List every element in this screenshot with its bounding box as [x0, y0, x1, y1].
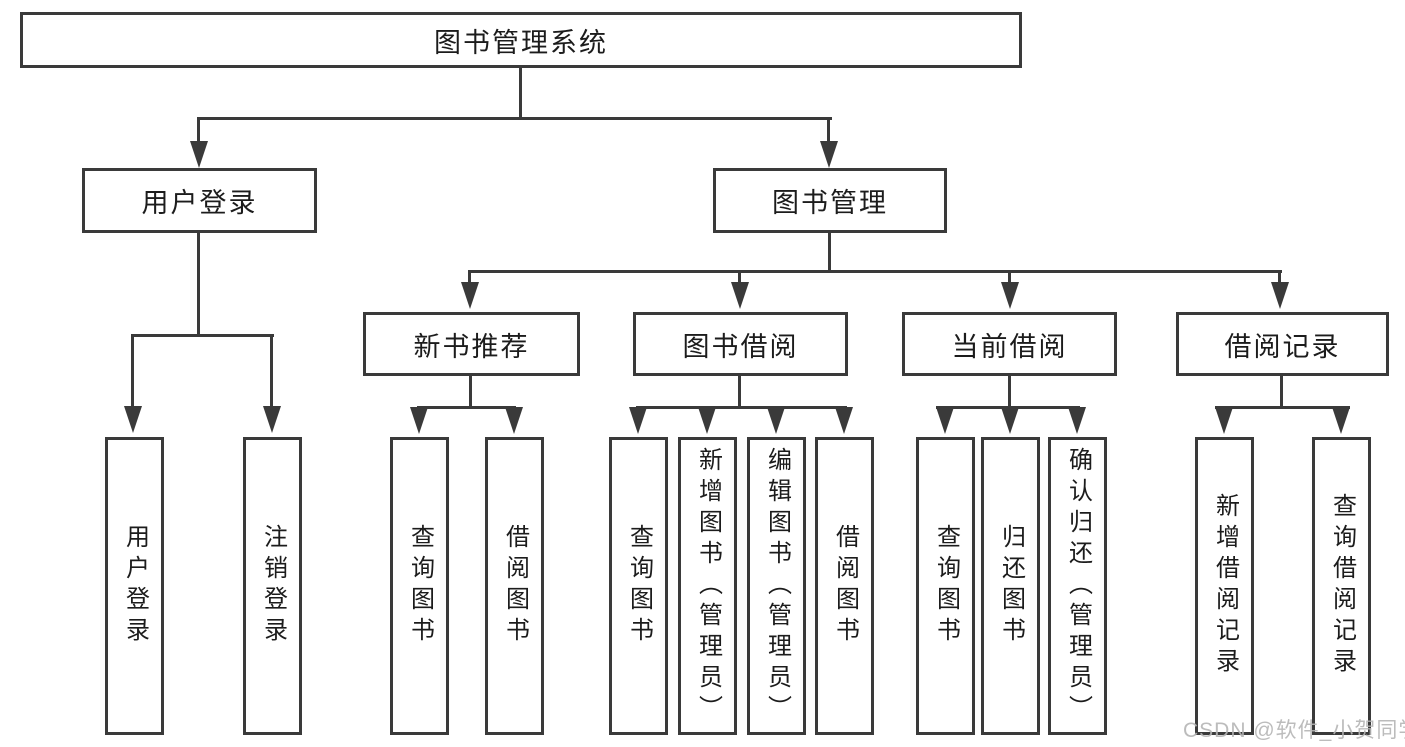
node-book-management: 图书管理 [713, 168, 947, 233]
node-user-login: 用户登录 [82, 168, 317, 233]
arrowhead-down-icon [835, 407, 853, 434]
node-query-books-borrow: 查询图书 [609, 437, 668, 735]
node-label: 图书借阅 [682, 331, 799, 362]
arrowhead-down-icon [1001, 282, 1019, 309]
node-edit-book-admin: 编辑图书（管理员） [747, 437, 806, 735]
node-label: 新增借阅记录 [1211, 493, 1239, 679]
node-query-books-recommend: 查询图书 [390, 437, 449, 735]
connector-newbook-stem [469, 376, 472, 409]
node-label: 查询图书 [625, 524, 653, 648]
arrowhead-down-icon [1215, 407, 1233, 434]
node-borrow-records: 借阅记录 [1176, 312, 1389, 376]
arrowhead-down-icon [410, 407, 428, 434]
node-book-borrowing: 图书借阅 [633, 312, 848, 376]
csdn-watermark: CSDN @软件_小贺同学 [1183, 719, 1405, 742]
connector-stem [131, 334, 134, 410]
connector-stem [197, 117, 200, 147]
node-label: 图书管理 [772, 188, 888, 218]
node-add-borrow-record: 新增借阅记录 [1195, 437, 1254, 735]
connector-userlogin-horizontal [131, 334, 274, 337]
node-label: 图书管理系统 [434, 27, 608, 58]
node-return-books: 归还图书 [981, 437, 1040, 735]
arrowhead-down-icon [1332, 407, 1350, 434]
connector-currentborrow-stem [1008, 376, 1011, 409]
node-confirm-return-admin: 确认归还（管理员） [1048, 437, 1107, 735]
node-label: 借阅图书 [831, 524, 859, 648]
node-label: 借阅图书 [501, 524, 529, 648]
arrowhead-down-icon [731, 282, 749, 309]
connector-stem [1008, 270, 1011, 284]
node-label: 借阅记录 [1224, 331, 1341, 362]
arrowhead-down-icon [461, 282, 479, 309]
connector-userlogin-stem [197, 233, 200, 337]
connector-stem [738, 270, 741, 284]
connector-bookborrow-stem [738, 376, 741, 409]
node-borrow-books-borrow: 借阅图书 [815, 437, 874, 735]
connector-bookmgmt-stem [828, 232, 831, 273]
arrowhead-down-icon [1068, 407, 1086, 434]
node-library-system: 图书管理系统 [20, 12, 1022, 68]
connector-stem [468, 270, 471, 284]
arrowhead-down-icon [936, 407, 954, 434]
node-user-login-action: 用户登录 [105, 437, 164, 735]
connector-stem [270, 334, 273, 410]
arrowhead-down-icon [767, 407, 785, 434]
node-label: 注销登录 [259, 524, 287, 648]
node-current-borrowing: 当前借阅 [902, 312, 1117, 376]
arrowhead-down-icon [124, 406, 142, 433]
node-label: 新增图书（管理员） [694, 446, 722, 726]
connector-stem [827, 117, 830, 147]
node-query-books-current: 查询图书 [916, 437, 975, 735]
node-query-borrow-record: 查询借阅记录 [1312, 437, 1371, 735]
node-label: 归还图书 [997, 524, 1025, 648]
connector-level1-horizontal [197, 117, 832, 120]
connector-level3-horizontal [468, 270, 1282, 273]
arrowhead-down-icon [820, 141, 838, 168]
node-add-book-admin: 新增图书（管理员） [678, 437, 737, 735]
node-new-book-recommend: 新书推荐 [363, 312, 580, 376]
arrowhead-down-icon [629, 407, 647, 434]
connector-records-stem [1280, 376, 1283, 409]
node-label: 查询借阅记录 [1328, 493, 1356, 679]
node-borrow-books-recommend: 借阅图书 [485, 437, 544, 735]
arrowhead-down-icon [505, 407, 523, 434]
connector-stem [1278, 270, 1281, 284]
connector-bookborrow-horizontal [636, 406, 847, 409]
node-label: 用户登录 [121, 524, 149, 648]
connector-root-stem [519, 68, 522, 119]
arrowhead-down-icon [1001, 407, 1019, 434]
connector-newbook-horizontal [417, 406, 516, 409]
node-label: 编辑图书（管理员） [763, 446, 791, 726]
node-label: 当前借阅 [951, 331, 1068, 362]
arrowhead-down-icon [263, 406, 281, 433]
node-label: 查询图书 [406, 524, 434, 648]
node-label: 用户登录 [141, 188, 258, 218]
node-label: 新书推荐 [413, 331, 530, 362]
node-logout-action: 注销登录 [243, 437, 302, 735]
arrowhead-down-icon [190, 141, 208, 168]
arrowhead-down-icon [1271, 282, 1289, 309]
node-label: 确认归还（管理员） [1064, 446, 1092, 726]
node-label: 查询图书 [932, 524, 960, 648]
connector-records-horizontal [1215, 406, 1350, 409]
arrowhead-down-icon [698, 407, 716, 434]
